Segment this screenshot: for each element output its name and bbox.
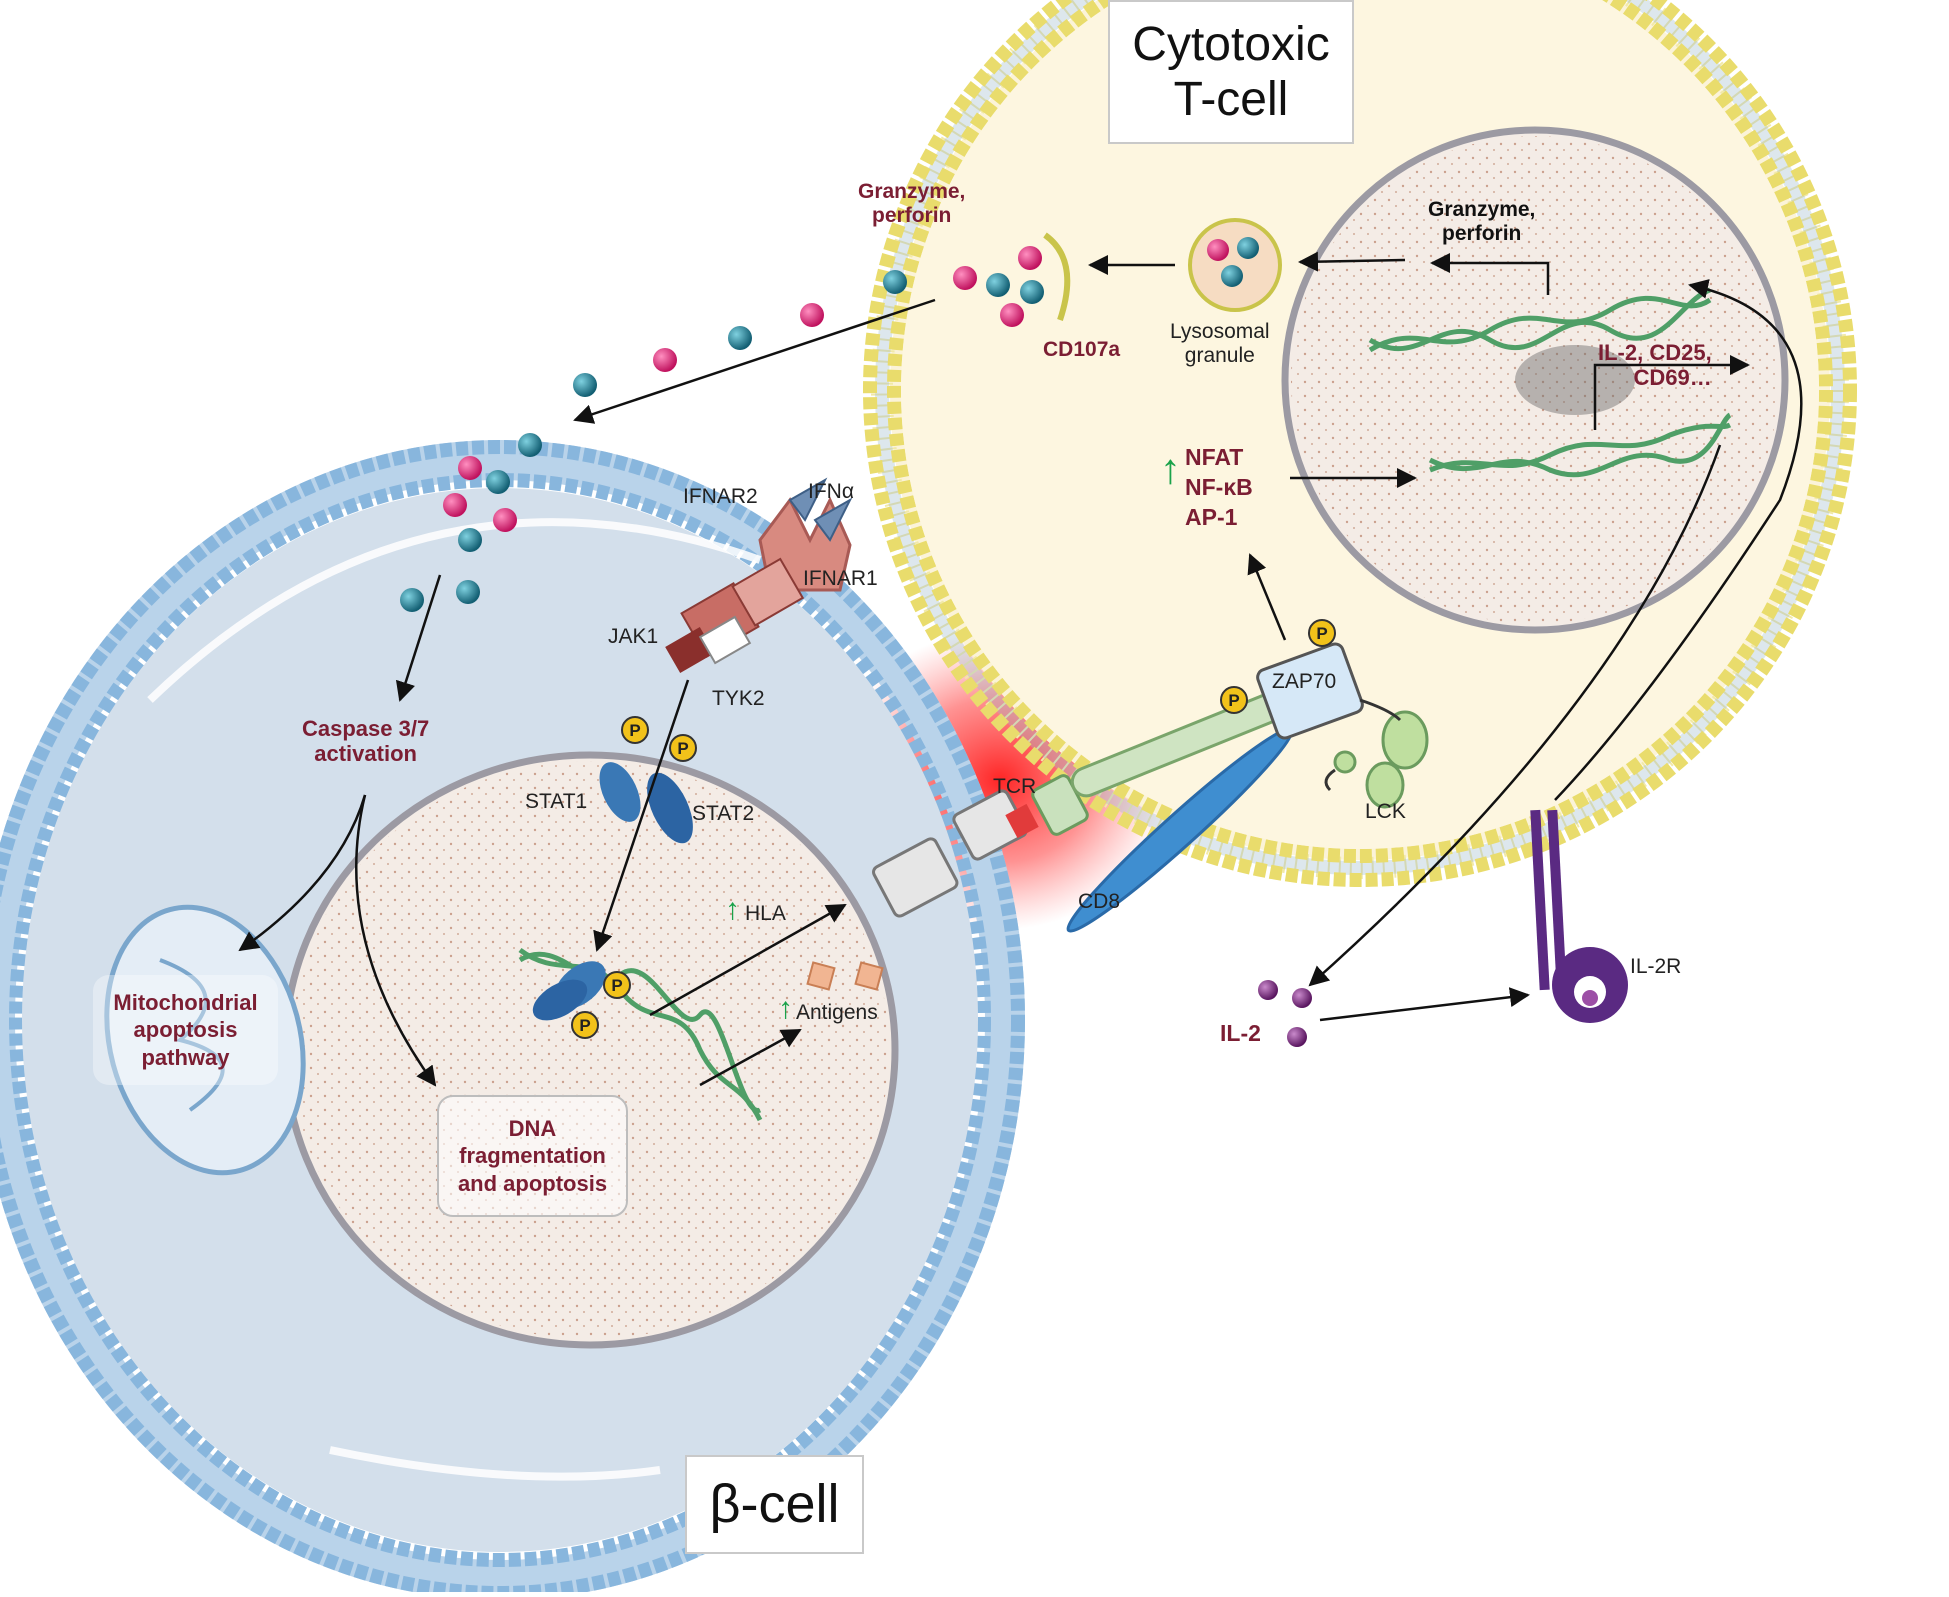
bcell-title: β-cell [709,1474,840,1535]
label-cd107a: CD107a [1043,338,1121,361]
mito-label-box: Mitochondrial apoptosis pathway [93,975,278,1085]
bcell-nucleus [281,751,899,1349]
label-caspase: Caspase 3/7 activation [302,716,430,767]
phospho-tags [571,619,1336,1039]
label-dna-frag: DNA fragmentation and apoptosis [457,1115,608,1196]
label-zap70: ZAP70 [1272,670,1337,693]
label-ifna: IFNα [808,480,854,503]
tcell-nucleus [1281,126,1789,634]
p-tag: P [1316,624,1327,643]
label-antigens: Antigens [796,1001,878,1024]
label-ifnar1: IFNAR1 [803,567,878,590]
bcell-title-box: β-cell [685,1455,864,1554]
label-mito: Mitochondrial apoptosis pathway [113,989,258,1070]
label-il2: IL-2 [1220,1020,1261,1046]
p-tag: P [1228,691,1239,710]
label-lck: LCK [1365,800,1406,823]
p-tag: P [629,721,640,740]
il2-particles [1258,980,1312,1047]
hla-up-arrow: ↑ [725,893,740,926]
label-tf-list: NFAT NF-κB AP-1 [1185,444,1253,530]
mitochondrion-icon [104,904,306,1176]
dna-strand-icon [1368,287,1732,478]
pathway-arrows [238,251,1803,1087]
ifnar-receptor-icon [665,477,853,673]
fusion-pore [1043,232,1071,321]
p-tag: P [677,739,688,758]
p-tag: P [611,976,622,995]
label-hla: HLA [745,902,786,925]
granzyme-perforin-particles [400,246,1044,612]
tcell-title-box: Cytotoxic T-cell [1108,0,1354,144]
tcell-title: Cytotoxic T-cell [1132,17,1330,126]
stat-proteins-icon [532,762,693,1021]
il2-receptor-icon [1530,809,1628,1023]
antigen-squares [806,961,884,991]
label-tcr: TCR [993,775,1037,798]
label-il2r: IL-2R [1630,955,1682,978]
label-granzyme-perforin-out: Granzyme, perforin [858,180,966,228]
label-ifnar2: IFNAR2 [683,485,758,508]
label-lysosomal-granule: Lysosomal granule [1170,320,1270,368]
lysosomal-granule-icon [1188,218,1282,312]
label-granzyme-perforin-nucleus: Granzyme, perforin [1428,198,1536,246]
antigens-up-arrow: ↑ [778,992,793,1025]
label-cd8: CD8 [1078,890,1121,913]
tf-up-arrow: ↑ [1160,445,1181,492]
label-il2-cd25-cd69: IL-2, CD25, CD69… [1598,340,1712,391]
tcr-complex-icon [872,642,1429,933]
label-stat1: STAT1 [525,790,588,813]
label-stat2: STAT2 [692,802,755,825]
p-tag: P [579,1016,590,1035]
dna-frag-box: DNA fragmentation and apoptosis [437,1095,628,1217]
label-jak1: JAK1 [608,625,659,648]
label-tyk2: TYK2 [712,687,765,710]
